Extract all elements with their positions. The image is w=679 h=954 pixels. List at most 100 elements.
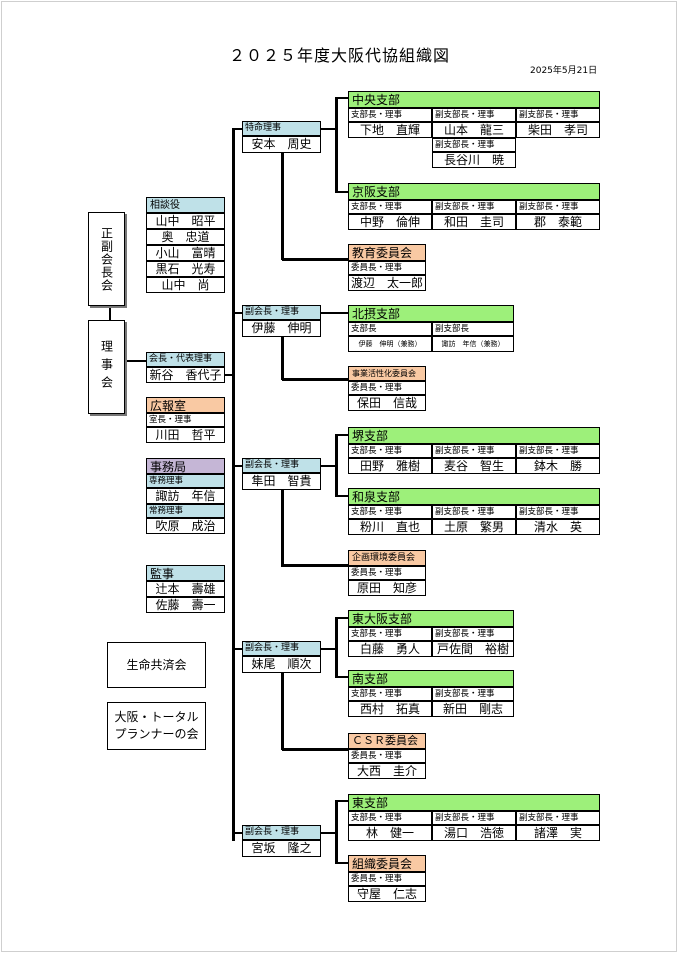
group-head-role: 特命理事 (242, 121, 321, 136)
branch-title: 京阪支部 (348, 183, 600, 200)
member-name: 渡辺 太一郎 (348, 275, 426, 291)
member-role: 委員長・理事 (348, 261, 426, 275)
member-role: 支部長・理事 (348, 811, 432, 825)
member-role: 副支部長・理事 (432, 627, 514, 641)
group-head-role: 副会長・理事 (242, 641, 321, 656)
group-head-role: 副会長・理事 (242, 305, 321, 320)
committee-title: 組織委員会 (348, 855, 426, 872)
branch-title: 東支部 (348, 794, 600, 811)
member-role: 支部長 (348, 322, 432, 336)
member-role: 支部長・理事 (348, 627, 432, 641)
pr-office-role: 室長・理事 (146, 413, 225, 427)
member-role: 支部長・理事 (348, 687, 432, 701)
member-role: 委員長・理事 (348, 566, 426, 580)
member-name: 西村 拓真 (348, 701, 432, 717)
vice-chair-meeting-box: 正副会長会 (88, 212, 125, 306)
group-head-role: 副会長・理事 (242, 458, 321, 473)
member-role: 副支部長・理事 (432, 444, 516, 458)
member-role: 支部長・理事 (348, 444, 432, 458)
vice-chair-meeting-label: 正副会長会 (99, 226, 114, 292)
committee-title: 事業活性化委員会 (348, 366, 426, 381)
member-name: 守屋 仁志 (348, 886, 426, 902)
member-role: 副支部長・理事 (516, 811, 600, 825)
member-name: 伊藤 伸明（兼務） (348, 336, 432, 352)
branch-title: 南支部 (348, 670, 514, 687)
member-role: 副支部長・理事 (432, 138, 516, 152)
member-name: 長谷川 暁 (432, 152, 516, 168)
member-name: 鉢木 勝 (516, 458, 600, 474)
page-title: ２０２５年度大阪代協組織図 (228, 46, 450, 65)
member-role: 副支部長・理事 (432, 505, 516, 519)
member-name: 下地 直輝 (348, 122, 432, 138)
member-role: 副支部長・理事 (516, 505, 600, 519)
secretariat-role-2: 常務理事 (146, 504, 225, 518)
member-name: 保田 信哉 (348, 395, 426, 411)
group-head-name: 安本 周史 (242, 136, 321, 153)
member-name: 戸佐間 裕樹 (432, 641, 514, 657)
planner-box: 大阪・トータルプランナーの会 (107, 702, 206, 750)
member-role: 支部長・理事 (348, 505, 432, 519)
member-role: 支部長・理事 (348, 200, 432, 214)
branch-title: 北摂支部 (348, 305, 514, 322)
chair-name: 新谷 香代子 (146, 367, 225, 383)
mutual-aid-label: 生命共済会 (126, 657, 187, 672)
member-name: 大西 圭介 (348, 763, 426, 779)
document-date: 2025年5月21日 (530, 66, 598, 76)
member-role: 委員長・理事 (348, 749, 426, 763)
member-name: 郡 泰範 (516, 214, 600, 230)
advisor-name: 山中 尚 (146, 277, 225, 293)
group-head-name: 伊藤 伸明 (242, 320, 321, 337)
branch-title: 堺支部 (348, 427, 600, 444)
auditor-name: 佐藤 壽一 (146, 597, 225, 613)
mutual-aid-box: 生命共済会 (107, 642, 206, 688)
chair-role: 会長・代表理事 (146, 352, 225, 367)
secretariat-name-1: 諏訪 年信 (146, 488, 225, 504)
member-role: 副支部長 (432, 322, 514, 336)
member-name: 山本 龍三 (432, 122, 516, 138)
branch-title: 和泉支部 (348, 488, 600, 505)
member-name: 湯口 浩徳 (432, 825, 516, 841)
member-name: 柴田 孝司 (516, 122, 600, 138)
group-head-name: 妹尾 順次 (242, 656, 321, 673)
branch-title: 東大阪支部 (348, 610, 514, 627)
member-role: 副支部長・理事 (516, 108, 600, 122)
committee-title: 教育委員会 (348, 244, 426, 261)
board-meeting-box: 理事会 (88, 320, 125, 414)
member-name: 粉川 直也 (348, 519, 432, 535)
member-name: 和田 圭司 (432, 214, 516, 230)
member-name: 諸澤 実 (516, 825, 600, 841)
member-name: 新田 剛志 (432, 701, 514, 717)
group-head-name: 隼田 智貴 (242, 473, 321, 490)
member-role: 副支部長・理事 (432, 687, 514, 701)
member-name: 中野 倫伸 (348, 214, 432, 230)
auditor-name: 辻本 壽雄 (146, 581, 225, 597)
advisor-name: 奥 忠道 (146, 229, 225, 245)
secretariat-role-1: 専務理事 (146, 474, 225, 488)
committee-title: ＣＳＲ委員会 (348, 733, 426, 749)
member-name: 白藤 勇人 (348, 641, 432, 657)
pr-office-label: 広報室 (146, 397, 225, 413)
member-role: 委員長・理事 (348, 381, 426, 395)
member-name: 土原 繁男 (432, 519, 516, 535)
member-role: 副支部長・理事 (432, 200, 516, 214)
member-name: 麦谷 智生 (432, 458, 516, 474)
group-head-role: 副会長・理事 (242, 825, 321, 840)
group-head-name: 宮坂 隆之 (242, 840, 321, 857)
auditors-label: 監事 (146, 565, 225, 581)
advisor-name: 山中 昭平 (146, 213, 225, 229)
secretariat-name-2: 吹原 成治 (146, 518, 225, 534)
member-name: 清水 英 (516, 519, 600, 535)
pr-office-name: 川田 哲平 (146, 427, 225, 443)
member-name: 田野 雅樹 (348, 458, 432, 474)
secretariat-label: 事務局 (146, 458, 225, 474)
committee-title: 企画環境委員会 (348, 550, 426, 566)
member-role: 副支部長・理事 (432, 811, 516, 825)
member-role: 副支部長・理事 (432, 108, 516, 122)
member-name: 原田 知彦 (348, 580, 426, 596)
member-role: 副支部長・理事 (516, 200, 600, 214)
member-role: 副支部長・理事 (516, 444, 600, 458)
branch-title: 中央支部 (348, 91, 600, 108)
member-name: 林 健一 (348, 825, 432, 841)
advisor-name: 小山 富晴 (146, 245, 225, 261)
